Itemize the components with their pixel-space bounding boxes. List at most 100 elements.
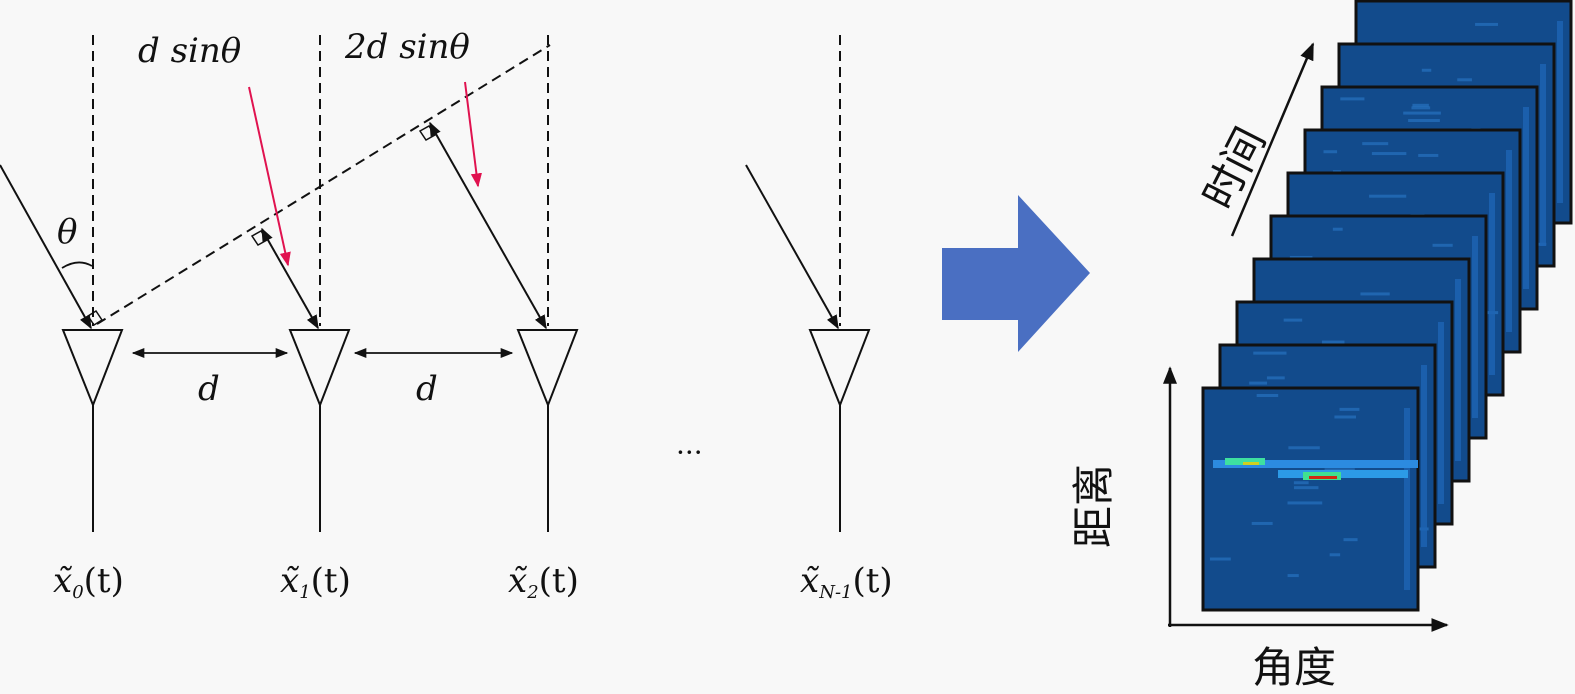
heatmap-peak [1309, 476, 1337, 479]
heatmap-hotspot [1225, 458, 1265, 465]
angle-axis-label: 角度 [1252, 643, 1336, 692]
antenna-triangle-icon [288, 329, 351, 408]
heatmap-speckle [1362, 142, 1389, 146]
heatmap-edge-band [1506, 150, 1512, 332]
antenna-signal-label: x̃0(t) [53, 561, 124, 603]
heatmap-speckle [1251, 521, 1273, 525]
right-angle-marks [86, 125, 437, 327]
antenna-1: x̃1(t) [280, 329, 351, 603]
spacing-label-1: d [198, 369, 220, 409]
heatmap-speckle [1334, 415, 1357, 419]
heatmap-speckle [1457, 78, 1472, 82]
heatmap-speckle [1403, 111, 1441, 115]
heatmap-speckle [1432, 243, 1453, 247]
heatmap-speckle [1293, 481, 1309, 485]
heatmap-speckle [1408, 119, 1440, 123]
ray-3 [745, 164, 839, 330]
heatmap-speckle [1475, 22, 1499, 26]
heatmap-speckle [1283, 318, 1303, 322]
antenna-array: x̃0(t)x̃1(t)x̃2(t)x̃N-1(t) [53, 329, 893, 603]
normal-lines [92, 35, 841, 326]
heatmap-speckle [1340, 97, 1365, 101]
heatmap-frame-0 [1201, 386, 1420, 612]
time-axis-label: 时间 [1193, 119, 1275, 216]
heatmap-speckle [1418, 153, 1439, 157]
heatmap-streak [1213, 460, 1418, 468]
heatmap-speckle [1256, 394, 1279, 398]
signal-argument: (t) [539, 561, 579, 601]
heatmap-edge-band [1472, 236, 1478, 418]
signal-symbol: x̃ [800, 561, 820, 601]
heatmap-stack [1201, 0, 1573, 612]
wavefront-line [96, 44, 551, 325]
signal-index: 2 [526, 582, 538, 603]
heatmap-speckle [1411, 106, 1431, 110]
2d-sin-theta-label: 2d sinθ [344, 27, 470, 67]
heatmap-speckle [1209, 557, 1231, 561]
heatmap-speckle [1266, 376, 1285, 380]
antenna-triangle-icon [516, 329, 579, 408]
ray-2 [431, 126, 547, 330]
heatmap-speckle [1369, 194, 1407, 198]
ellipsis: ··· [676, 436, 703, 469]
heatmap-speckle [1288, 446, 1320, 450]
signal-argument: (t) [84, 561, 124, 601]
heatmap-speckle [1287, 501, 1323, 505]
theta-label: θ [57, 212, 77, 252]
ray-1 [263, 232, 319, 330]
heatmap-frame-bg [1201, 386, 1420, 612]
spacing-label-2: d [416, 369, 438, 409]
heatmap-edge-band [1421, 365, 1427, 547]
d-sin-theta-label: d sinθ [138, 31, 241, 71]
heatmap-speckle [1323, 150, 1338, 154]
heatmap-speckle [1321, 340, 1345, 344]
heatmap-speckle [1343, 538, 1358, 542]
heatmap-speckle [1360, 292, 1390, 296]
heatmap-speckle [1324, 468, 1355, 472]
antenna-2: x̃2(t) [508, 329, 579, 603]
heatmap-edge-band [1404, 408, 1410, 590]
heatmap-speckle [1293, 486, 1319, 490]
signal-argument: (t) [852, 561, 892, 601]
red-arrow-2 [464, 81, 482, 188]
heatmap-speckle [1339, 407, 1360, 411]
antenna-signal-label: x̃2(t) [508, 561, 579, 603]
antenna-0: x̃0(t) [53, 329, 124, 603]
heatmap-speckle [1412, 103, 1429, 107]
heatmap-edge-band [1438, 322, 1444, 504]
range-axis-label: 距离 [1069, 464, 1118, 548]
signal-index: N-1 [818, 582, 852, 603]
heatmap-speckle [1253, 351, 1287, 355]
transform-arrow [942, 195, 1090, 352]
path-difference-pointers [248, 81, 482, 267]
heatmap-edge-band [1557, 21, 1563, 203]
heatmap-speckle [1421, 68, 1432, 72]
signal-index: 1 [299, 582, 310, 603]
antenna-signal-label: x̃N-1(t) [800, 561, 893, 603]
heatmap-speckle [1329, 553, 1341, 557]
antenna-3: x̃N-1(t) [800, 329, 893, 603]
antenna-signal-label: x̃1(t) [280, 561, 351, 603]
antenna-triangle-icon [61, 329, 124, 408]
incoming-rays [0, 126, 839, 330]
heatmap-edge-band [1455, 279, 1461, 461]
heatmap-hotspot-core [1243, 462, 1259, 465]
heatmap-speckle [1249, 381, 1268, 385]
heatmap-speckle [1289, 255, 1313, 259]
time-axis [1230, 42, 1315, 237]
heatmap-edge-band [1540, 64, 1546, 246]
heatmap-speckle [1287, 574, 1299, 578]
heatmap-edge-band [1523, 107, 1529, 289]
heatmap-speckle [1332, 227, 1343, 231]
red-arrow-1 [248, 86, 291, 267]
antenna-triangle-icon [808, 329, 871, 408]
heatmap-streak [1278, 470, 1408, 478]
signal-symbol: x̃ [280, 561, 300, 601]
signal-symbol: x̃ [508, 561, 528, 601]
signal-argument: (t) [311, 561, 351, 601]
heatmap-speckle [1371, 152, 1407, 156]
theta-arc [61, 261, 93, 269]
heatmap-edge-band [1489, 193, 1495, 375]
signal-symbol: x̃ [53, 561, 73, 601]
